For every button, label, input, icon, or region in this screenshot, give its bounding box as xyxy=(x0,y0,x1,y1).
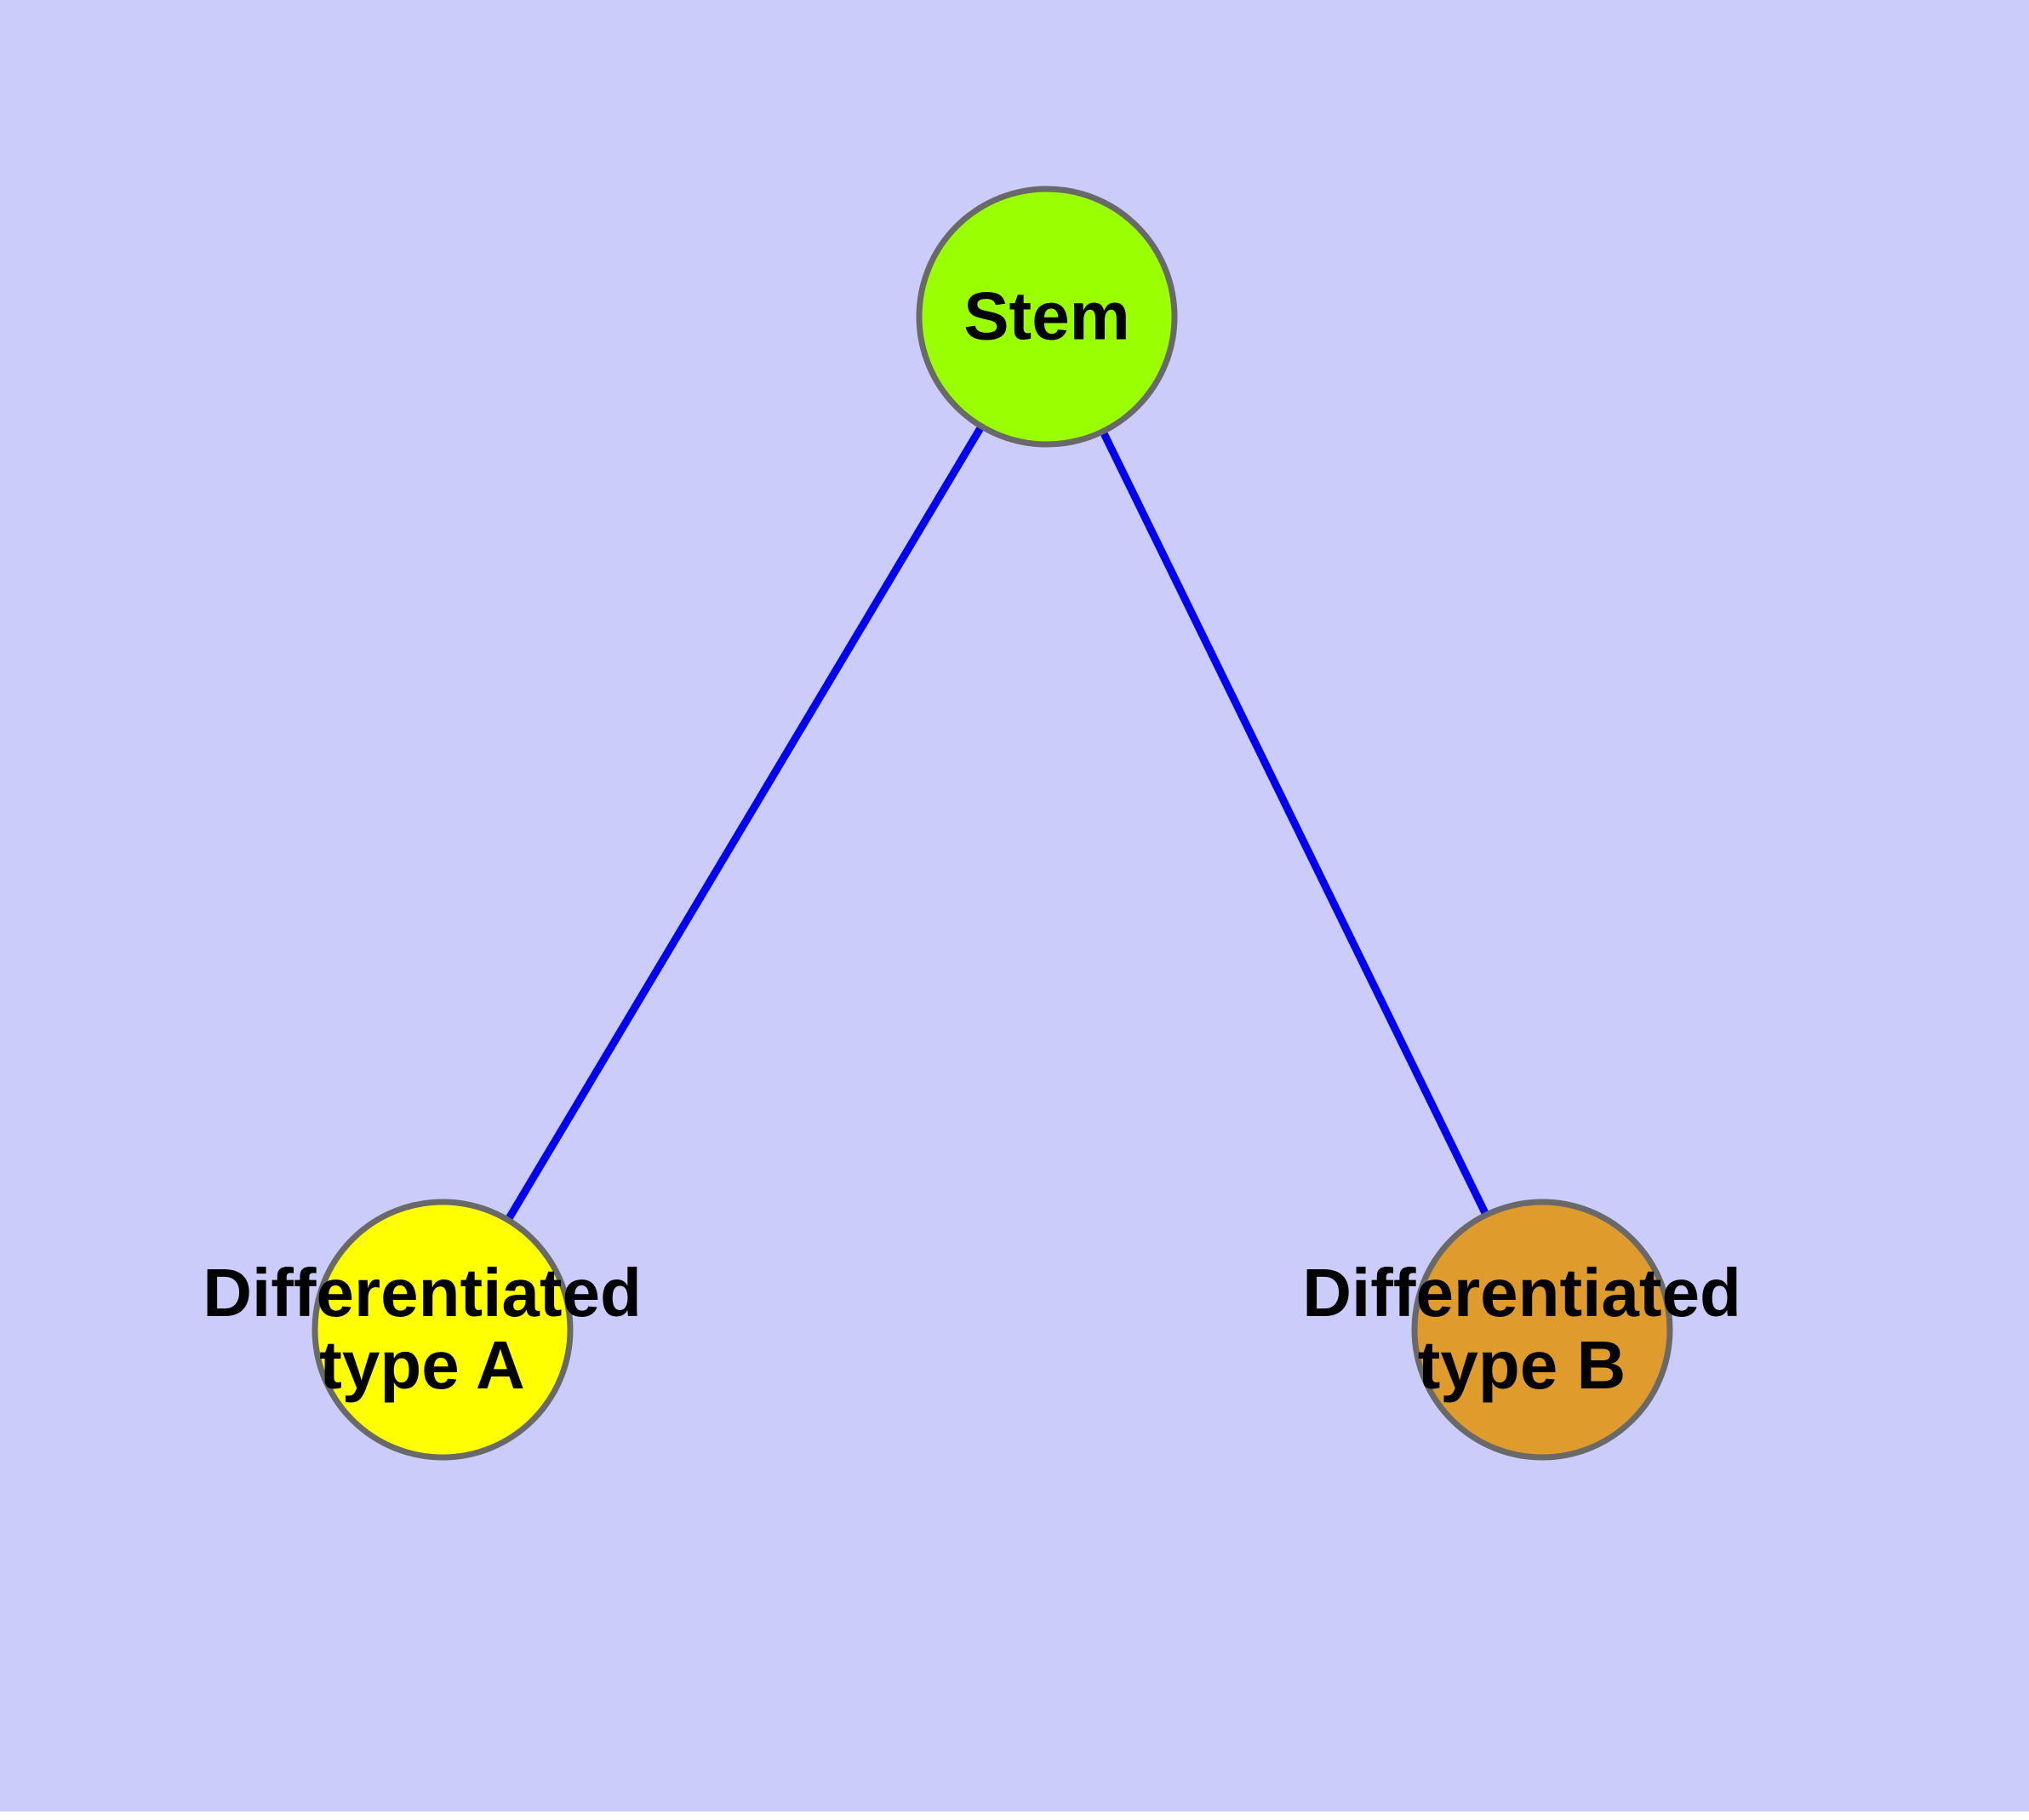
graph-node-stem[interactable] xyxy=(916,186,1178,448)
edges-group xyxy=(439,314,1546,1332)
nodes-group xyxy=(311,186,1673,1461)
graph-node-diff-a[interactable] xyxy=(311,1199,574,1461)
graph-edge[interactable] xyxy=(439,314,1050,1332)
graph-edge[interactable] xyxy=(1043,315,1546,1331)
graph-node-diff-b[interactable] xyxy=(1411,1199,1673,1461)
